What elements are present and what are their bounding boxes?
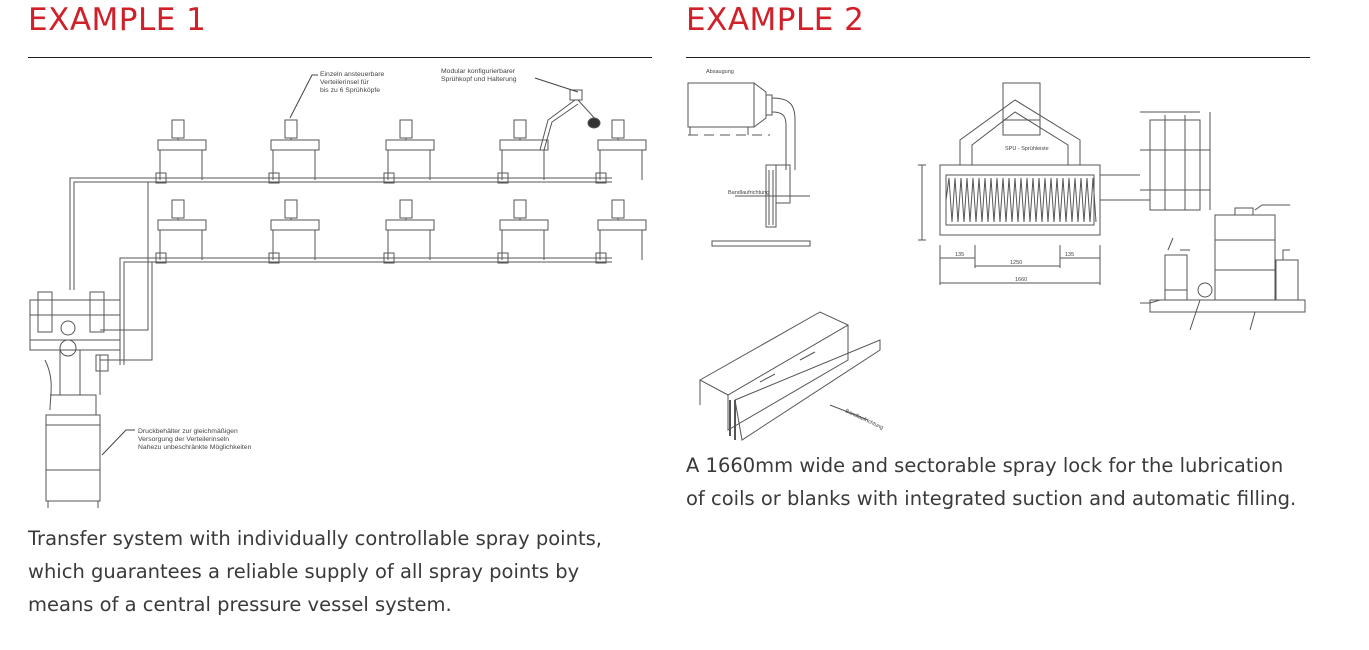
dim-left: 135 — [955, 252, 964, 258]
pressure-vessel — [45, 394, 101, 508]
caption-line: means of a central pressure vessel syste… — [28, 593, 452, 616]
spray-unit — [595, 119, 647, 184]
spray-unit — [497, 119, 549, 184]
control-cabinet — [1140, 111, 1211, 211]
example-1-title: EXAMPLE 1 — [28, 2, 207, 38]
spray-unit-grid — [155, 119, 647, 264]
label-distributor: Einzeln ansteuerbare — [320, 71, 384, 78]
divider — [686, 57, 1310, 58]
label-distributor: Verteilerinsel für — [320, 79, 369, 86]
spray-unit — [268, 119, 320, 184]
leader-lines — [101, 74, 579, 456]
label-nozzle: Sprühkopf und Halterung — [441, 76, 517, 83]
spray-unit — [155, 199, 207, 264]
label-distributor: bis zu 6 Sprühköpfe — [320, 87, 380, 94]
dim-total: 1660 — [1015, 277, 1027, 283]
label-vessel: Versorgung der Verteilerinseln — [138, 436, 229, 443]
dim-middle: 1250 — [1010, 260, 1022, 266]
example-1-schematic: Einzeln ansteuerbare Verteilerinsel für … — [29, 68, 647, 508]
spray-unit — [383, 199, 435, 264]
example-2-schematic: Absaugung SPU - Sprühleiste Bandlaufrich… — [687, 69, 1306, 441]
label-vessel: Druckbehälter zur gleichmäßigen — [138, 428, 238, 435]
supply-pipes — [69, 177, 612, 365]
label-vessel: Nahezu unbeschränkte Möglichkeiten — [138, 444, 252, 451]
caption-line: A 1660mm wide and sectorable spray lock … — [686, 454, 1284, 477]
example-2-caption: A 1660mm wide and sectorable spray lock … — [686, 449, 1296, 515]
spray-bar-side — [711, 164, 811, 247]
caption-line: which guarantees a reliable supply of al… — [28, 560, 580, 583]
label-direction: Bandlaufrichtung — [728, 190, 769, 196]
tanks — [1140, 204, 1306, 331]
spray-unit — [595, 199, 647, 264]
label-direction-iso: Bandlaufrichtung — [844, 408, 884, 431]
caption-line: of coils or blanks with integrated sucti… — [686, 487, 1297, 510]
caption-line: Transfer system with individually contro… — [28, 527, 602, 550]
example-2-title: EXAMPLE 2 — [686, 2, 865, 38]
spray-unit — [383, 119, 435, 184]
isometric-view — [698, 311, 881, 441]
label-nozzle: Modular konfigurierbarer — [441, 68, 516, 75]
nozzle-detail — [539, 89, 601, 151]
label-spray-bar: SPU - Sprühleiste — [1005, 146, 1049, 152]
spray-unit — [497, 199, 549, 264]
spray-unit — [155, 119, 207, 184]
divider — [28, 57, 652, 58]
example-1-caption: Transfer system with individually contro… — [28, 522, 602, 621]
spray-bar-front — [918, 82, 1150, 285]
spray-unit — [268, 199, 320, 264]
control-unit — [29, 291, 121, 411]
dim-right: 135 — [1065, 252, 1074, 258]
suction-unit — [687, 82, 796, 170]
label-suction: Absaugung — [706, 69, 734, 75]
